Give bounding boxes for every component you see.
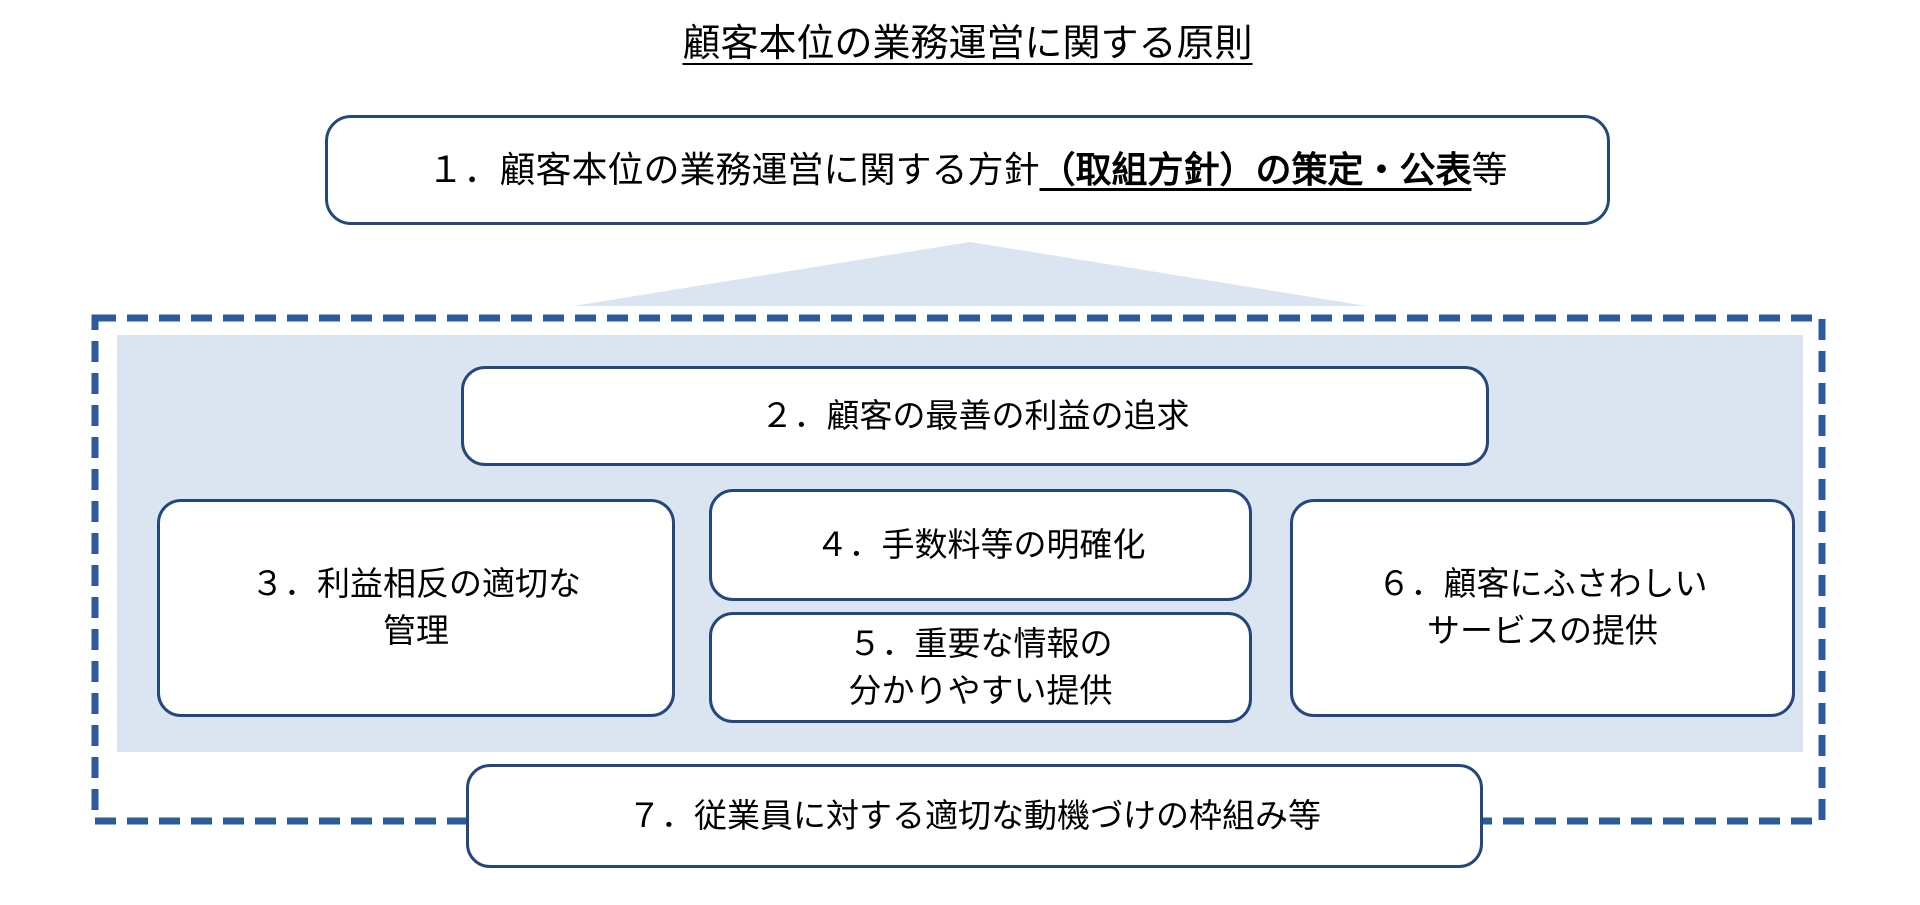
principle-3-box: ３．利益相反の適切な管理 bbox=[157, 499, 675, 717]
principle-1-label: １．顧客本位の業務運営に関する方針（取組方針）の策定・公表等 bbox=[427, 149, 1508, 191]
principle-3-label: ３．利益相反の適切な管理 bbox=[251, 565, 581, 649]
principle-6-box: ６．顧客にふさわしいサービスの提供 bbox=[1290, 499, 1795, 717]
principle-2-box: ２．顧客の最善の利益の追求 bbox=[461, 366, 1489, 466]
principle-1-box: １．顧客本位の業務運営に関する方針（取組方針）の策定・公表等 bbox=[325, 115, 1610, 225]
principle-7-label: ７．従業員に対する適切な動機づけの枠組み等 bbox=[628, 796, 1321, 834]
dashed-frame bbox=[91, 314, 1826, 825]
principle-6-label: ６．顧客にふさわしいサービスの提供 bbox=[1377, 565, 1708, 649]
page-title-text: 顧客本位の業務運営に関する原則 bbox=[682, 23, 1253, 65]
principle-5-box: ５．重要な情報の分かりやすい提供 bbox=[709, 612, 1252, 723]
principle-2-label: ２．顧客の最善の利益の追求 bbox=[760, 396, 1190, 434]
principle-7-box: ７．従業員に対する適切な動機づけの枠組み等 bbox=[466, 764, 1483, 868]
principle-5-label: ５．重要な情報の分かりやすい提供 bbox=[848, 624, 1113, 709]
up-triangle-pointer bbox=[573, 242, 1367, 306]
page-title: 顧客本位の業務運営に関する原則 bbox=[325, 22, 1610, 68]
principle-4-label: ４．手数料等の明確化 bbox=[815, 525, 1146, 563]
principle-4-box: ４．手数料等の明確化 bbox=[709, 489, 1252, 601]
